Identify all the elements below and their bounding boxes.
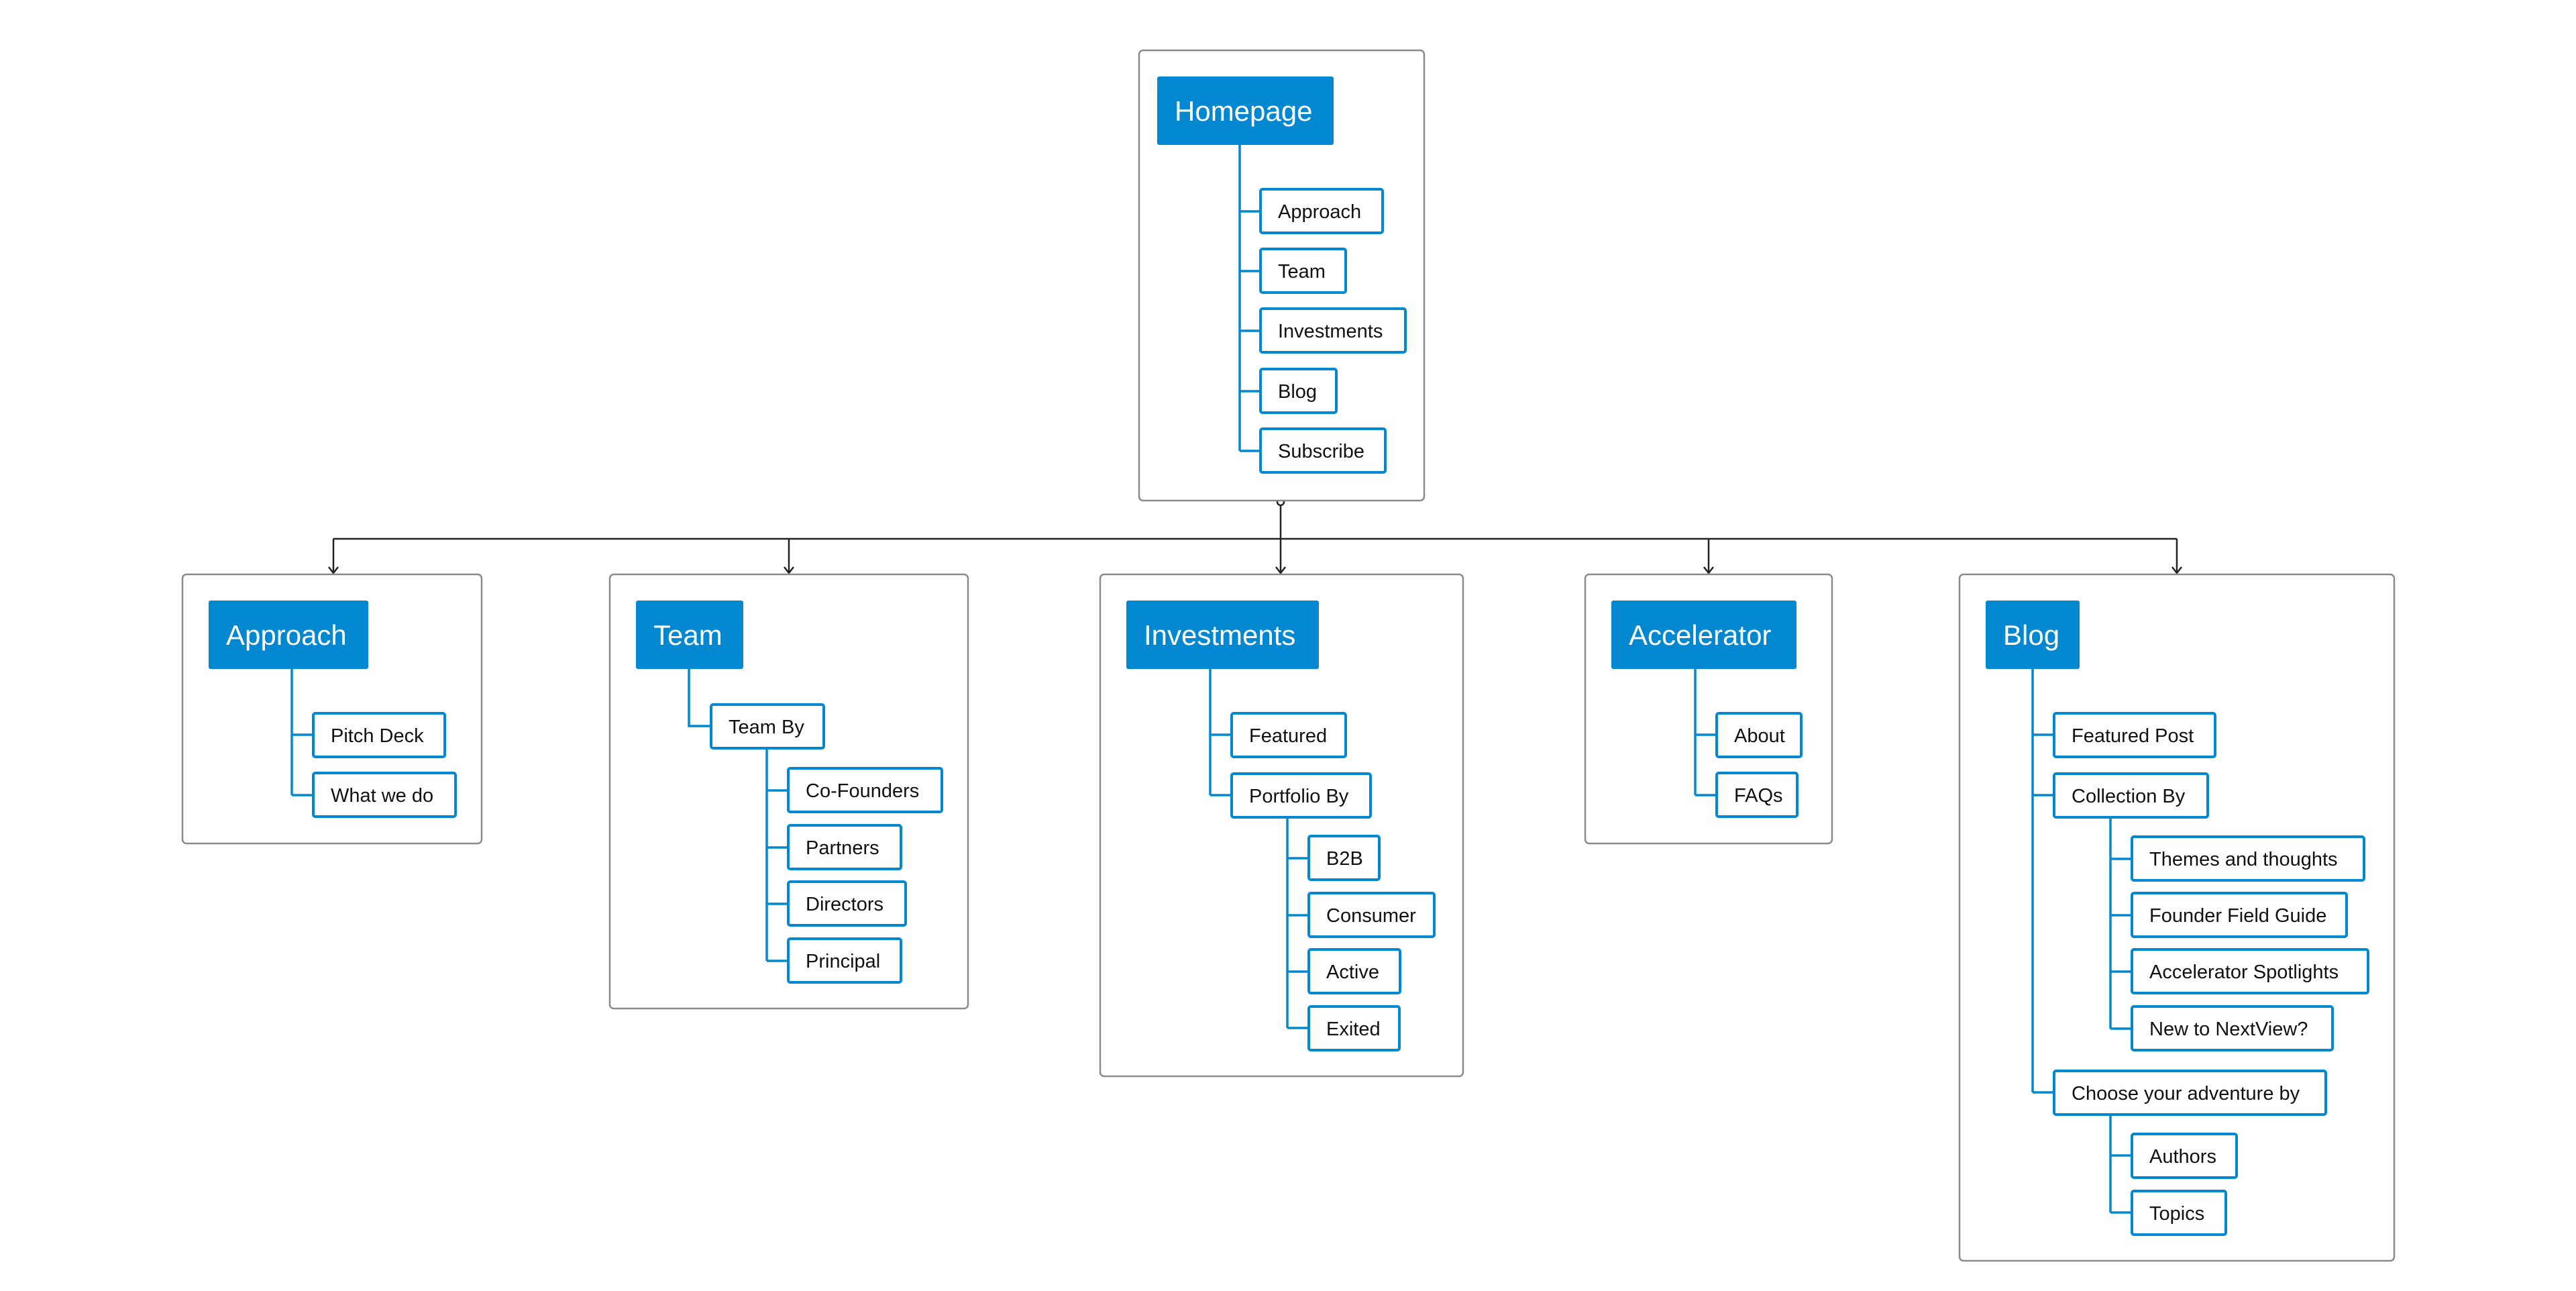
node-investments-portfolio-by-label: Portfolio By — [1249, 786, 1349, 807]
node-investments-active[interactable]: Active — [1307, 948, 1401, 994]
panel-approach: Approach Pitch Deck What we do — [181, 573, 483, 845]
node-blog-featured-post-label: Featured Post — [2072, 725, 2194, 747]
arrowhead-team — [784, 566, 794, 575]
node-homepage-blog-label: Blog — [1278, 381, 1317, 403]
node-blog-founder-field-guide[interactable]: Founder Field Guide — [2131, 892, 2348, 938]
node-homepage-investments-label: Investments — [1278, 321, 1383, 342]
panel-accelerator: Accelerator About FAQs — [1584, 573, 1833, 845]
node-approach-pitch-deck[interactable]: Pitch Deck — [312, 712, 446, 758]
node-homepage-subscribe[interactable]: Subscribe — [1259, 427, 1387, 474]
node-accelerator-faqs-label: FAQs — [1734, 785, 1783, 807]
node-investments-exited-label: Exited — [1326, 1019, 1381, 1040]
arrowhead-investments — [1275, 566, 1286, 575]
node-investments-featured-label: Featured — [1249, 725, 1327, 747]
node-homepage-label: Homepage — [1175, 95, 1312, 127]
node-accelerator-label: Accelerator — [1629, 619, 1771, 651]
node-blog-collection-by-label: Collection By — [2072, 786, 2186, 807]
node-homepage-team[interactable]: Team — [1259, 248, 1347, 294]
node-team-directors-label: Directors — [806, 894, 883, 915]
arrowhead-approach — [328, 566, 339, 575]
node-team[interactable]: Team — [636, 601, 743, 669]
node-homepage[interactable]: Homepage — [1157, 76, 1334, 145]
node-investments-consumer-label: Consumer — [1326, 905, 1416, 927]
arrowhead-blog — [2171, 566, 2182, 575]
node-team-partners[interactable]: Partners — [787, 824, 902, 870]
node-investments-featured[interactable]: Featured — [1230, 712, 1347, 758]
node-homepage-investments[interactable]: Investments — [1259, 307, 1407, 354]
node-blog-themes-and-thoughts[interactable]: Themes and thoughts — [2131, 835, 2365, 882]
node-approach-label: Approach — [226, 619, 347, 651]
node-team-cofounders-label: Co-Founders — [806, 780, 919, 802]
node-blog[interactable]: Blog — [1986, 601, 2080, 669]
node-blog-featured-post[interactable]: Featured Post — [2053, 712, 2216, 758]
node-blog-choose-your-adventure-label: Choose your adventure by — [2072, 1083, 2300, 1104]
node-investments-b2b[interactable]: B2B — [1307, 835, 1381, 881]
panel-homepage: Homepage Approach Team Investments Blog … — [1138, 49, 1426, 502]
node-blog-topics-label: Topics — [2149, 1203, 2204, 1225]
node-homepage-subscribe-label: Subscribe — [1278, 441, 1364, 462]
node-blog-collection-by[interactable]: Collection By — [2053, 772, 2209, 819]
tree-lines-accelerator — [1694, 669, 1717, 796]
node-approach-what-we-do[interactable]: What we do — [312, 772, 457, 818]
node-accelerator[interactable]: Accelerator — [1611, 601, 1796, 669]
node-investments-portfolio-by[interactable]: Portfolio By — [1230, 772, 1372, 819]
node-team-cofounders[interactable]: Co-Founders — [787, 767, 943, 813]
node-accelerator-faqs[interactable]: FAQs — [1715, 772, 1799, 818]
panel-blog: Blog Featured Post Collection By Themes … — [1958, 573, 2396, 1262]
node-homepage-approach[interactable]: Approach — [1259, 188, 1384, 234]
node-blog-founder-field-guide-label: Founder Field Guide — [2149, 905, 2326, 927]
node-investments-label: Investments — [1144, 619, 1295, 651]
node-team-team-by[interactable]: Team By — [710, 703, 825, 750]
node-blog-label: Blog — [2003, 619, 2059, 651]
panel-investments: Investments Featured Portfolio By B2B Co… — [1099, 573, 1464, 1078]
node-blog-themes-and-thoughts-label: Themes and thoughts — [2149, 849, 2338, 870]
tree-lines-team — [688, 669, 788, 962]
node-blog-accelerator-spotlights[interactable]: Accelerator Spotlights — [2131, 948, 2369, 994]
node-blog-authors[interactable]: Authors — [2131, 1133, 2238, 1179]
node-investments-b2b-label: B2B — [1326, 848, 1363, 870]
panel-team: Team Team By Co-Founders Partners Direct… — [608, 573, 969, 1010]
node-team-partners-label: Partners — [806, 837, 879, 859]
node-approach-pitch-deck-label: Pitch Deck — [331, 725, 424, 747]
node-blog-new-to-nextview[interactable]: New to NextView? — [2131, 1005, 2334, 1051]
node-investments[interactable]: Investments — [1126, 601, 1319, 669]
connector-group — [328, 497, 2182, 575]
node-approach-what-we-do-label: What we do — [331, 785, 433, 807]
tree-lines-blog — [2031, 669, 2132, 1214]
node-homepage-team-label: Team — [1278, 261, 1326, 282]
node-blog-choose-your-adventure[interactable]: Choose your adventure by — [2053, 1070, 2327, 1116]
node-investments-active-label: Active — [1326, 962, 1379, 983]
node-investments-consumer[interactable]: Consumer — [1307, 892, 1436, 938]
node-homepage-approach-label: Approach — [1278, 201, 1361, 223]
node-accelerator-about[interactable]: About — [1715, 712, 1803, 758]
node-blog-authors-label: Authors — [2149, 1146, 2216, 1168]
node-blog-topics[interactable]: Topics — [2131, 1190, 2227, 1236]
node-team-directors[interactable]: Directors — [787, 880, 907, 927]
node-team-principal-label: Principal — [806, 951, 880, 972]
node-blog-accelerator-spotlights-label: Accelerator Spotlights — [2149, 962, 2339, 983]
tree-lines-approach — [290, 669, 313, 796]
node-team-label: Team — [653, 619, 722, 651]
node-approach[interactable]: Approach — [209, 601, 368, 669]
node-homepage-blog[interactable]: Blog — [1259, 368, 1338, 414]
tree-lines-investments — [1209, 669, 1309, 1029]
arrowhead-accelerator — [1703, 566, 1714, 575]
node-accelerator-about-label: About — [1734, 725, 1785, 747]
node-team-team-by-label: Team By — [729, 717, 804, 738]
tree-lines-homepage — [1238, 145, 1260, 452]
node-investments-exited[interactable]: Exited — [1307, 1005, 1401, 1051]
node-blog-new-to-nextview-label: New to NextView? — [2149, 1019, 2308, 1040]
node-team-principal[interactable]: Principal — [787, 937, 902, 984]
